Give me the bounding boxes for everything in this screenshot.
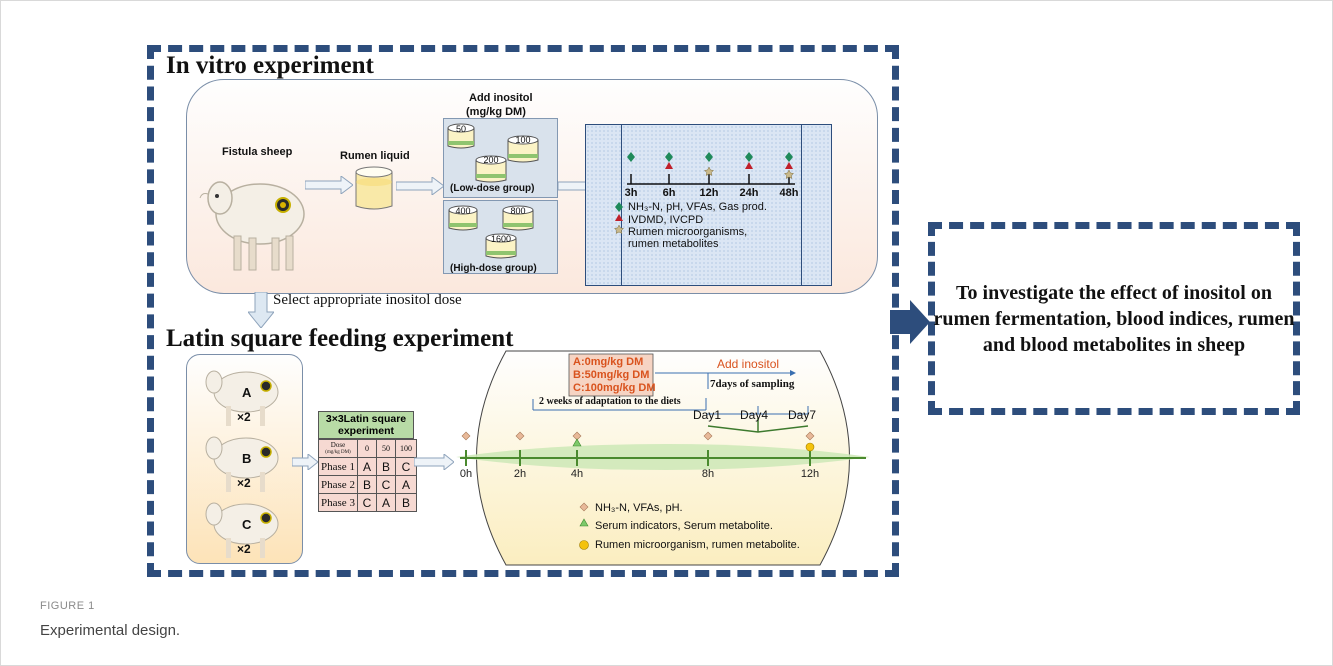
- objective-text: To investigate the effect of inositol on…: [933, 281, 1295, 356]
- tp-3h: 3h: [625, 187, 638, 199]
- dose-800: 800: [510, 206, 525, 216]
- latin-cell: C: [357, 493, 377, 512]
- figure-label: FIGURE 1: [40, 600, 95, 612]
- latin-cell: A: [357, 457, 377, 476]
- diet-c: C:100mg/kg DM: [573, 382, 656, 394]
- arrow-rumen-to-low-dose: [396, 177, 444, 195]
- latin-square-table: Dose(mg/kg DM) 0 50 100 Phase 1 A B C Ph…: [318, 439, 417, 512]
- latin-legend-1: NH₃-N, VFAs, pH.: [595, 502, 683, 514]
- diet-a: A:0mg/kg DM: [573, 356, 644, 368]
- latin-cell: C: [395, 457, 417, 476]
- select-dose-arrow: [248, 292, 274, 328]
- sampling-label: 7days of sampling: [710, 378, 795, 390]
- iv-legend-3: Rumen microorganisms,: [628, 226, 748, 238]
- dose-col-50: 50: [376, 439, 396, 458]
- tp-6h: 6h: [663, 187, 676, 199]
- latin-table-title-1: 3×3Latin square: [325, 413, 407, 425]
- latin-cell: A: [395, 475, 417, 494]
- latin-table-header: 3×3Latin square experiment: [318, 411, 414, 439]
- sheep-label-c: C: [242, 517, 252, 532]
- dose-200: 200: [483, 155, 498, 165]
- phase-label: Phase 3: [318, 493, 358, 512]
- day7-label: Day7: [788, 408, 817, 422]
- iv-legend-2: IVDMD, IVCPD: [628, 214, 704, 226]
- sheep-count-c: ×2: [237, 542, 251, 556]
- latin-legend-3: Rumen microorganism, rumen metabolite.: [595, 539, 800, 551]
- sheep-count-a: ×2: [237, 410, 251, 424]
- hour-8h: 8h: [702, 468, 714, 480]
- rumen-liquid-beaker: [355, 166, 393, 210]
- select-dose-label: Select appropriate inositol dose: [273, 292, 462, 308]
- latin-sheep-illustrations: [205, 370, 279, 558]
- dose-50: 50: [456, 124, 466, 134]
- iv-legend-4: rumen metabolites: [628, 238, 719, 250]
- hour-0h: 0h: [460, 468, 472, 480]
- tp-48h: 48h: [780, 187, 799, 199]
- tp-24h: 24h: [740, 187, 759, 199]
- hour-2h: 2h: [514, 468, 526, 480]
- adaptation-label: 2 weeks of adaptation to the diets: [539, 396, 681, 407]
- dose-400: 400: [455, 206, 470, 216]
- in-vitro-timeline: 3h 6h 12h 24h 48h: [613, 152, 799, 234]
- figure-caption: Experimental design.: [40, 622, 181, 639]
- latin-cell: B: [395, 493, 417, 512]
- fistula-sheep-illustration: [199, 181, 305, 271]
- high-dose-beakers: 400 800 1600: [448, 205, 534, 259]
- dose-col-0: 0: [357, 439, 377, 458]
- dose-100: 100: [515, 135, 530, 145]
- dose-header-unit: (mg/kg DM): [325, 449, 351, 455]
- sheep-label-a: A: [242, 385, 252, 400]
- sheep-count-b: ×2: [237, 476, 251, 490]
- rumen-liquid-label: Rumen liquid: [340, 150, 410, 162]
- objective-dashed-box: [928, 222, 1300, 415]
- dose-1600: 1600: [491, 234, 511, 244]
- high-dose-group-label: (High-dose group): [450, 263, 537, 274]
- hour-12h: 12h: [801, 468, 819, 480]
- latin-square-title: Latin square feeding experiment: [166, 325, 514, 352]
- arrow-table-to-timeline: [414, 454, 454, 470]
- hour-4h: 4h: [571, 468, 583, 480]
- latin-cell: B: [376, 457, 396, 476]
- diet-b: B:50mg/kg DM: [573, 369, 650, 381]
- phase-label: Phase 1: [318, 457, 358, 476]
- phase-label: Phase 2: [318, 475, 358, 494]
- day1-label: Day1: [693, 408, 722, 422]
- arrow-to-objective: [890, 300, 930, 344]
- day4-label: Day4: [740, 408, 769, 422]
- latin-cell: B: [357, 475, 377, 494]
- latin-legend-2: Serum indicators, Serum metabolite.: [595, 520, 773, 532]
- iv-legend-1: NH₃-N, pH, VFAs, Gas prod.: [628, 201, 767, 213]
- tp-12h: 12h: [700, 187, 719, 199]
- low-dose-beakers: 50 100 200: [447, 123, 539, 183]
- sheep-label-b: B: [242, 451, 252, 466]
- add-inositol-latin: Add inositol: [717, 357, 780, 371]
- dose-header: Dose: [330, 440, 346, 449]
- in-vitro-title: In vitro experiment: [166, 52, 374, 79]
- latin-cell: A: [376, 493, 396, 512]
- arrow-sheep-to-table: [292, 454, 318, 470]
- dose-col-100: 100: [395, 439, 417, 458]
- add-inositol-unit: (mg/kg DM): [466, 106, 526, 118]
- timeline-panel-right-band: [801, 124, 832, 286]
- latin-table-title-2: experiment: [337, 425, 395, 437]
- timeline-panel-left-band: [585, 124, 622, 286]
- low-dose-group-label: (Low-dose group): [450, 183, 535, 194]
- add-inositol-label: Add inositol: [469, 92, 533, 104]
- fistula-sheep-label: Fistula sheep: [222, 146, 293, 158]
- in-vitro-timeline-panel: [585, 124, 832, 286]
- sampling-timeline-panel: 0h 2h 4h 8h 12h: [456, 350, 870, 566]
- latin-cell: C: [376, 475, 396, 494]
- arrow-sheep-to-rumen: [305, 176, 353, 194]
